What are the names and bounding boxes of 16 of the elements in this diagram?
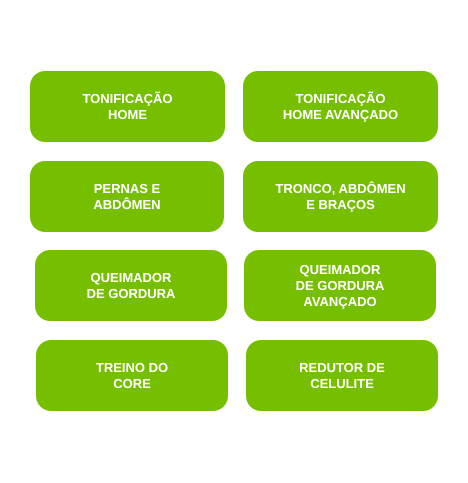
tile-label: TREINO DO CORE <box>94 360 170 392</box>
category-tile <box>30 71 225 142</box>
tile-label: TONIFICAÇÃO HOME <box>81 90 174 122</box>
category-tile <box>30 161 224 232</box>
tile-label: TONIFICAÇÃO HOME AVANÇADO <box>282 90 400 122</box>
category-tile <box>35 250 227 321</box>
tile-label: PERNAS E ABDÔMEN <box>92 180 162 212</box>
tile-label: REDUTOR DE CELULITE <box>298 360 386 392</box>
category-tile <box>243 161 438 232</box>
tile-label: QUEIMADOR DE GORDURA <box>86 270 176 302</box>
category-tile <box>243 71 438 142</box>
category-tile <box>244 250 436 321</box>
tile-label: QUEIMADOR DE GORDURA AVANÇADO <box>294 262 386 310</box>
category-tile <box>246 340 438 411</box>
tile-label: TRONCO, ABDÔMEN E BRAÇOS <box>274 180 407 212</box>
category-tile <box>36 340 228 411</box>
